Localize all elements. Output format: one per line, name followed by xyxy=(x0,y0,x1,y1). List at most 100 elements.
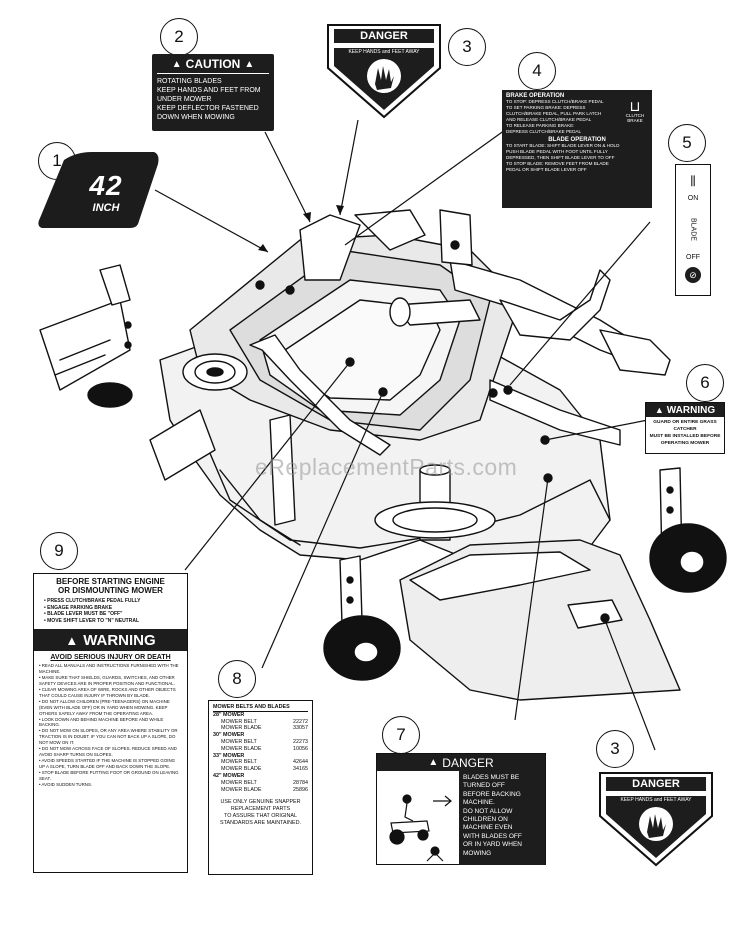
decal4-side-label: BRAKE xyxy=(627,118,643,123)
decal4-line: PEDAL OR SHIFT BLADE LEVER OFF xyxy=(506,167,587,172)
decal8-size: 28" MOWER xyxy=(213,711,245,718)
decal-caution-line: ROTATING BLADES xyxy=(157,78,222,85)
decal8-partno: 33057 xyxy=(293,725,308,732)
callout-9: 9 xyxy=(40,532,78,570)
decal8-partno: 34165 xyxy=(293,766,308,773)
decal-caution-line: KEEP HANDS AND FEET FROM xyxy=(157,87,261,94)
decal8-partno: 22273 xyxy=(293,738,308,745)
decal-42-inch: 42 INCH xyxy=(36,150,162,230)
callout-2: 2 xyxy=(160,18,198,56)
decal8-size: 33" MOWER xyxy=(213,752,245,759)
decal8-part: MOWER BLADE xyxy=(221,745,262,752)
decal-42-unit: INCH xyxy=(92,202,120,214)
decal9-bullet: • STOP BLADE BEFORE PUTTING FOOT OR GROU… xyxy=(39,769,179,781)
decal5-blade: BLADE xyxy=(689,217,697,241)
decal-danger-title: DANGER xyxy=(360,30,408,42)
decal8-part: MOWER BELT xyxy=(221,738,257,745)
decal-danger-shield-bottom: DANGER KEEP HANDS and FEET AWAY xyxy=(597,770,715,868)
decal8-footer: USE ONLY GENUINE SNAPPER xyxy=(220,799,301,806)
shield-shape xyxy=(327,24,441,119)
decal7-line: MOWING xyxy=(463,849,492,857)
decal4-line: TO SET PARKING BRAKE: DEPRESS xyxy=(506,105,586,110)
decal9-heading: BEFORE STARTING ENGINE xyxy=(56,577,165,586)
decal6-line: OPERATING MOWER xyxy=(660,441,710,446)
callout-5: 5 xyxy=(668,124,706,162)
decal8-footer: TO ASSURE THAT ORIGINAL xyxy=(224,812,297,819)
decal-caution: ▲ CAUTION ▲ ROTATING BLADES KEEP HANDS A… xyxy=(152,54,274,131)
decal-caution-title: CAUTION xyxy=(185,57,241,71)
decal4-line: TO STOP: DEPRESS CLUTCH/BRAKE PEDAL xyxy=(506,99,604,104)
decal9-step: • MOVE SHIFT LEVER TO "N" NEUTRAL xyxy=(44,617,140,624)
no-blade-icon: ⊘ xyxy=(685,267,701,283)
decal8-footer: REPLACEMENT PARTS xyxy=(230,806,291,813)
decal8-partno: 42644 xyxy=(293,759,308,766)
decal5-on: ON xyxy=(687,195,699,202)
decal9-bullet: • CLEAR MOWING AREA OF WIRE, ROCKS AND O… xyxy=(39,687,176,698)
decal5-off: OFF xyxy=(686,254,700,261)
callout-7: 7 xyxy=(382,716,420,754)
decal4-line: AND RELEASE CLUTCH/BRAKE PEDAL xyxy=(506,117,592,122)
decal-danger-backing: ▲ DANGER BLADES MUST BE TURNED OFF BE xyxy=(376,753,546,865)
decal-danger-subtitle: KEEP HANDS and FEET AWAY xyxy=(348,49,420,55)
tractor-icon xyxy=(389,794,452,862)
decal8-part: MOWER BELT xyxy=(221,759,257,766)
decal7-line: DO NOT ALLOW xyxy=(463,807,513,815)
decal7-line: OR IN YARD WHEN xyxy=(463,841,522,849)
decal8-part: MOWER BLADE xyxy=(221,786,262,793)
decal7-title: DANGER xyxy=(442,755,494,770)
decal8-footer: STANDARDS ARE MAINTAINED. xyxy=(220,819,301,826)
decal-blade-on-off: ⫼ ON BLADE OFF ⊘ xyxy=(675,164,711,296)
decal7-line: WITH BLADES OFF xyxy=(463,832,522,840)
pedal-icon: ⊔ xyxy=(629,98,641,114)
decal8-header: MOWER BELTS AND BLADES xyxy=(213,704,308,712)
decal9-bullet: • AVOID SUDDEN TURNS. xyxy=(39,781,93,787)
decal8-part: MOWER BLADE xyxy=(221,766,262,773)
tractor-backing-illustration xyxy=(377,771,459,865)
decal-danger-title: DANGER xyxy=(632,778,680,790)
decal-caution-line: DOWN WHEN MOWING xyxy=(157,114,235,121)
warning-triangle-icon: ▲ xyxy=(428,757,439,768)
decal-mower-belts-blades: MOWER BELTS AND BLADES 28" MOWER MOWER B… xyxy=(208,700,313,875)
decal9-bullet: • READ ALL MANUALS AND INSTRUCTIONS FURN… xyxy=(39,663,179,675)
decal7-line: MACHINE. xyxy=(463,799,495,807)
decal-brake-blade-operation: BRAKE OPERATION TO STOP: DEPRESS CLUTCH/… xyxy=(502,90,652,208)
blade-icon: ⫼ xyxy=(690,174,696,188)
decal4-line: PUSH BLADE PEDAL WITH FOOT UNTIL FULLY xyxy=(506,149,608,154)
decal4-line: DEPRESSED, THEN SHIFT BLADE LEVER TO OFF xyxy=(506,155,615,160)
decal4-line: CLUTCH/BRAKE PEDAL, PULL PARK LATCH xyxy=(506,111,602,116)
decal-danger-shield-top: DANGER KEEP HANDS and FEET AWAY xyxy=(325,22,443,120)
decal-danger-subtitle: KEEP HANDS and FEET AWAY xyxy=(620,797,692,803)
callout-4: 4 xyxy=(518,52,556,90)
callout-3b: 3 xyxy=(596,730,634,768)
decal4-line: DEPRESS CLUTCH/BRAKE PEDAL xyxy=(506,129,582,134)
decal-42-shape xyxy=(38,152,159,228)
decal8-part: MOWER BELT xyxy=(221,779,257,786)
callout-8: 8 xyxy=(218,660,256,698)
decal9-bullet: • DO NOT MOW ON SLOPES, OR ANY AREA WHER… xyxy=(39,728,178,746)
shield-shape xyxy=(599,772,713,867)
decal4-heading-blade: BLADE OPERATION xyxy=(548,137,606,143)
decal7-line: TURNED OFF xyxy=(463,782,505,790)
decal9-bullet: • DO NOT MOW ACROSS FACE OF SLOPES. REDU… xyxy=(39,746,177,757)
decal9-bullet: • MAKE SURE THAT SHIELDS, GUARDS, SWITCH… xyxy=(39,675,175,687)
decal8-partno: 22272 xyxy=(293,718,308,725)
decal8-partno: 25896 xyxy=(293,786,308,793)
warning-triangle-icon: ▲ xyxy=(654,405,664,415)
decal7-line: BEFORE BACKING xyxy=(463,790,521,798)
decal8-part: MOWER BELT xyxy=(221,718,257,725)
warning-triangle-icon: ▲ xyxy=(65,632,79,648)
callout-6: 6 xyxy=(686,364,724,402)
decal-warning-grass-catcher: ▲ WARNING GUARD OR ENTIRE GRASS CATCHER … xyxy=(645,402,725,454)
decal-caution-line: UNDER MOWER xyxy=(157,96,212,103)
decal9-warning: WARNING xyxy=(83,631,156,649)
watermark-text: eReplacementParts.com xyxy=(255,454,518,480)
decal4-line: TO START BLADE: SHIFT BLADE LEVER ON & H… xyxy=(506,143,620,148)
decal9-step: • ENGAGE PARKING BRAKE xyxy=(44,604,113,611)
warning-triangle-icon: ▲ xyxy=(171,58,182,70)
decal4-side-label: CLUTCH xyxy=(625,113,645,118)
decal8-size: 30" MOWER xyxy=(213,732,245,739)
